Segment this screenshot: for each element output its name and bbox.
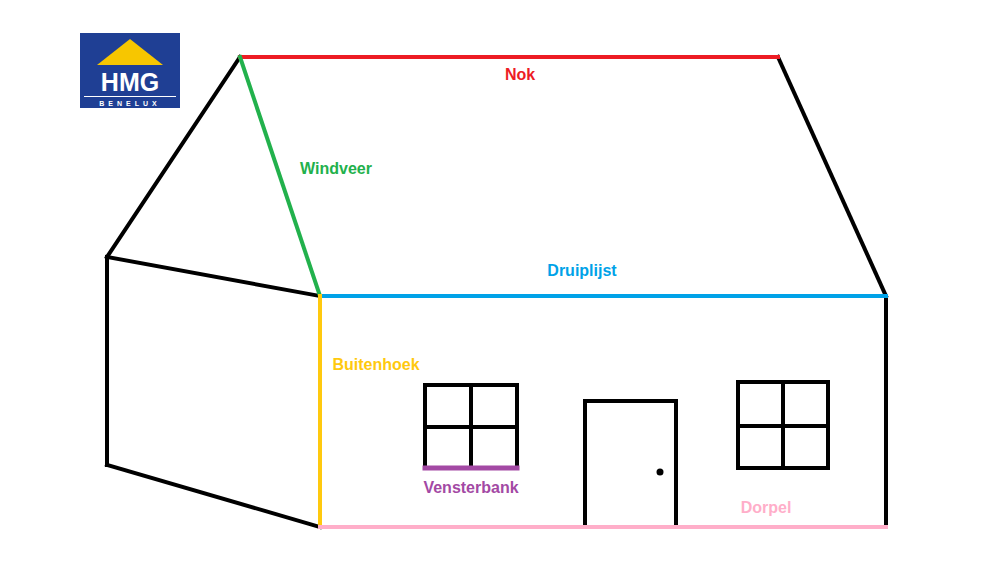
part-label: Windveer [300, 161, 372, 177]
logo [80, 33, 180, 108]
roof-edge [778, 57, 886, 296]
logo-roof [97, 39, 163, 65]
window-bar [425, 425, 517, 429]
drip-edge-line [320, 294, 886, 298]
part-label: Nok [505, 67, 535, 83]
side-wall-edge [105, 257, 109, 465]
window [425, 385, 517, 468]
logo-text: HMG [101, 70, 159, 95]
logo-background [80, 33, 180, 108]
windowsill-line [425, 466, 517, 471]
door-knob [657, 469, 664, 476]
window-bar [738, 424, 828, 428]
part-label: Dorpel [741, 500, 792, 516]
threshold-line [320, 525, 886, 529]
logo-subtext: BENELUX [99, 100, 160, 107]
door [585, 401, 676, 527]
logo-rule [84, 96, 176, 97]
side-eave-edge [107, 257, 320, 296]
part-label: Buitenhoek [332, 357, 419, 373]
ridge-line [240, 55, 778, 59]
window [738, 382, 828, 468]
part-label: Druiplijst [547, 263, 616, 279]
part-label: Vensterbank [423, 480, 518, 496]
wall-edge [884, 296, 888, 527]
side-base-edge [107, 465, 320, 527]
outer-corner-line [318, 296, 322, 527]
